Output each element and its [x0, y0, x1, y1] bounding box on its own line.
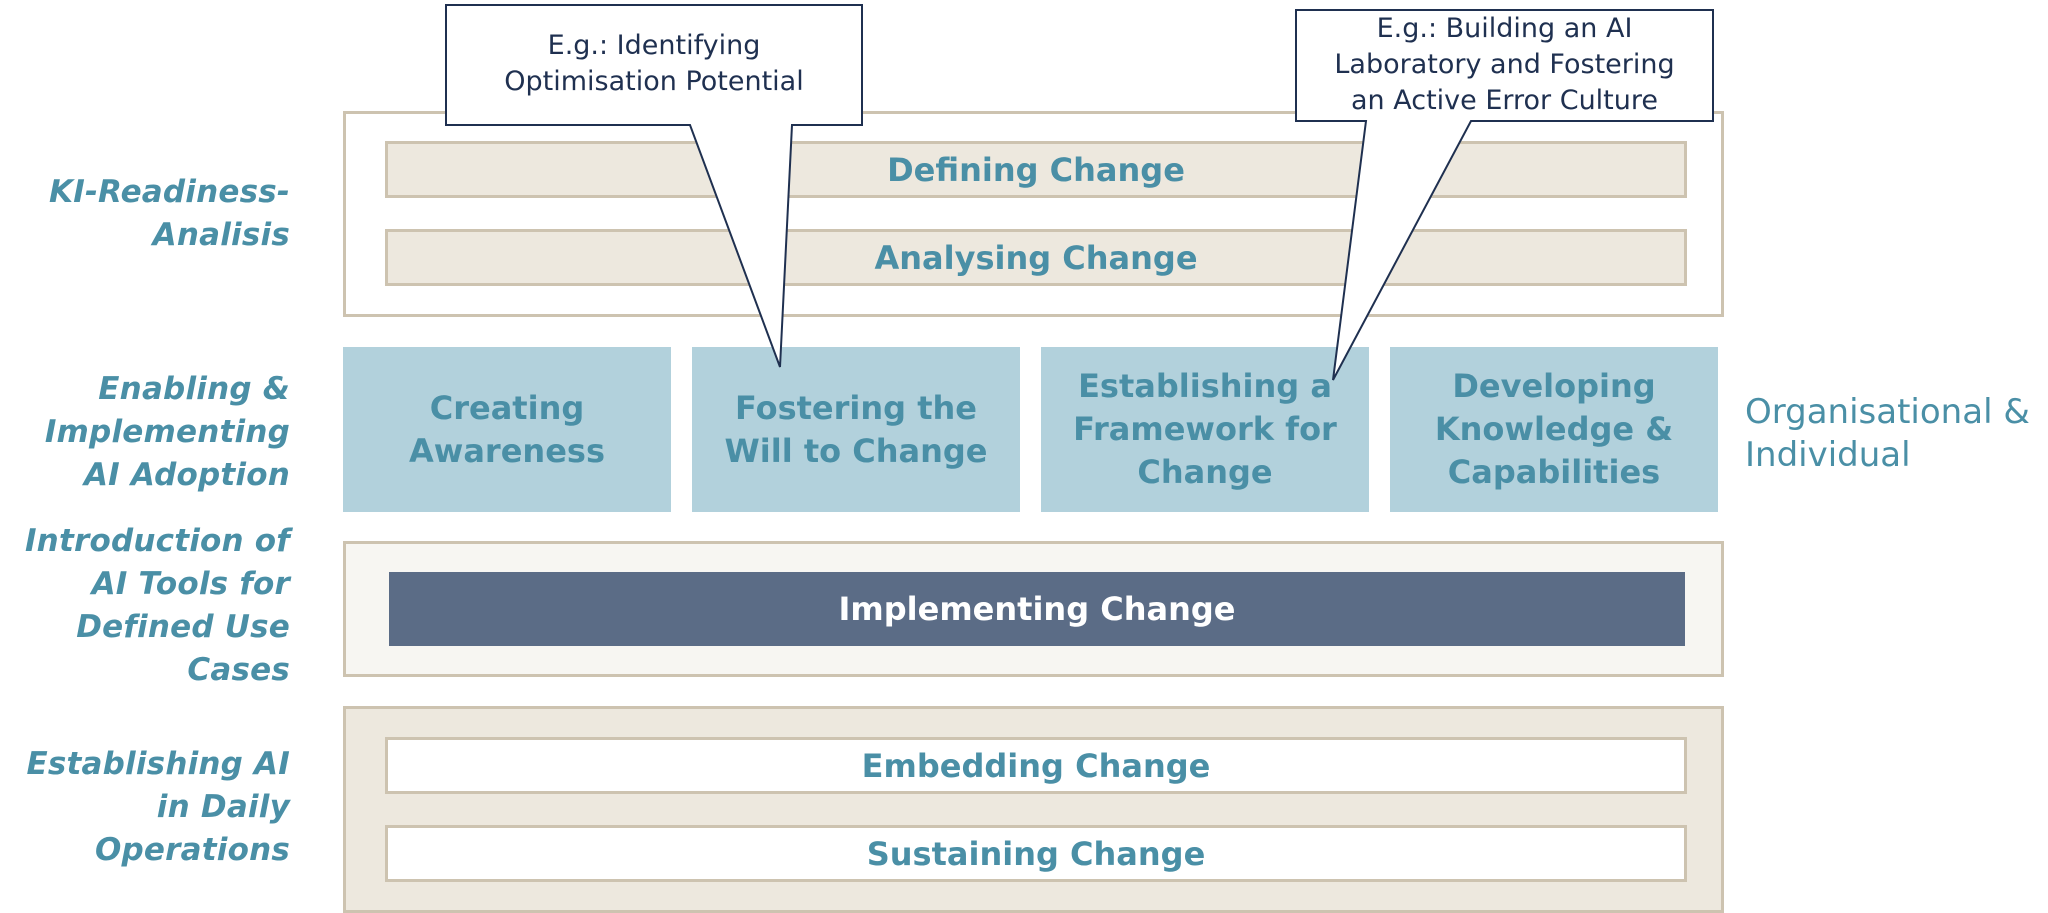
analysing-change-bar: Analysing Change [385, 229, 1687, 286]
callout-left-text: E.g.: Identifying Optimisation Potential [504, 30, 804, 97]
organisational-individual-note: Organisational & Individual [1745, 392, 2030, 475]
defining-change-bar: Defining Change [385, 141, 1687, 198]
row-label-enabling: Enabling & Implementing AI Adoption [44, 371, 290, 493]
embedding-change-label: Embedding Change [861, 746, 1211, 785]
sustaining-change-label: Sustaining Change [866, 834, 1206, 873]
establishing-framework-box: Establishing a Framework for Change [1041, 347, 1369, 512]
creating-awareness-box: Creating Awareness [343, 347, 671, 512]
row-label-establishing: Establishing AI in Daily Operations [26, 746, 290, 868]
analysing-change-label: Analysing Change [874, 238, 1198, 277]
row-label-introduction: Introduction of AI Tools for Defined Use… [24, 523, 290, 688]
callout-right-text: E.g.: Building an AI Laboratory and Fost… [1334, 13, 1675, 116]
fostering-will-box: Fostering the Will to Change [692, 347, 1020, 512]
implementing-change-bar: Implementing Change [389, 572, 1685, 646]
sustaining-change-bar: Sustaining Change [385, 825, 1687, 882]
row-label-readiness: KI-Readiness- Analisis [49, 174, 290, 253]
embedding-change-bar: Embedding Change [385, 737, 1687, 794]
defining-change-label: Defining Change [887, 150, 1185, 189]
developing-knowledge-box: Developing Knowledge & Capabilities [1390, 347, 1718, 512]
implementing-change-label: Implementing Change [838, 590, 1236, 628]
